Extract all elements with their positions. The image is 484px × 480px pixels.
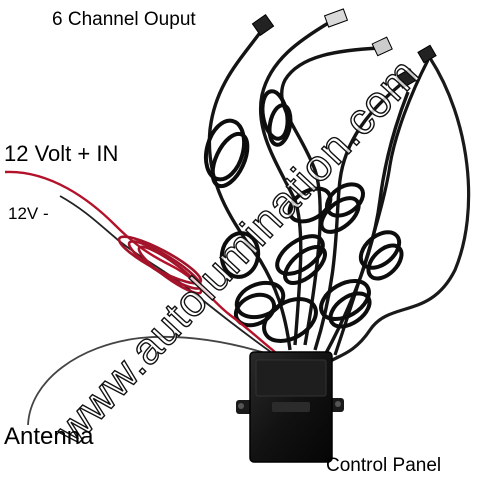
output-cable-5 bbox=[323, 91, 410, 356]
red-power-wire bbox=[4, 170, 276, 353]
control-panel-label: Control Panel bbox=[326, 455, 442, 476]
coiled-cable-bundles bbox=[203, 89, 404, 343]
antenna-label: Antenna bbox=[4, 423, 94, 450]
control-box bbox=[236, 351, 344, 463]
output-connectors bbox=[251, 8, 437, 89]
antenna-wire bbox=[27, 335, 273, 426]
ground-label: 12V - bbox=[8, 204, 49, 223]
power-in-label: 12 Volt + IN bbox=[4, 141, 119, 166]
output-cable-3 bbox=[279, 46, 381, 346]
output-cable-right bbox=[318, 57, 471, 371]
output-cable-2 bbox=[258, 20, 331, 346]
output-label: 6 Channel Ouput bbox=[52, 9, 196, 30]
black-ground-wire bbox=[59, 195, 276, 356]
red-wire-coil bbox=[117, 235, 203, 295]
output-cable-1 bbox=[207, 28, 292, 351]
